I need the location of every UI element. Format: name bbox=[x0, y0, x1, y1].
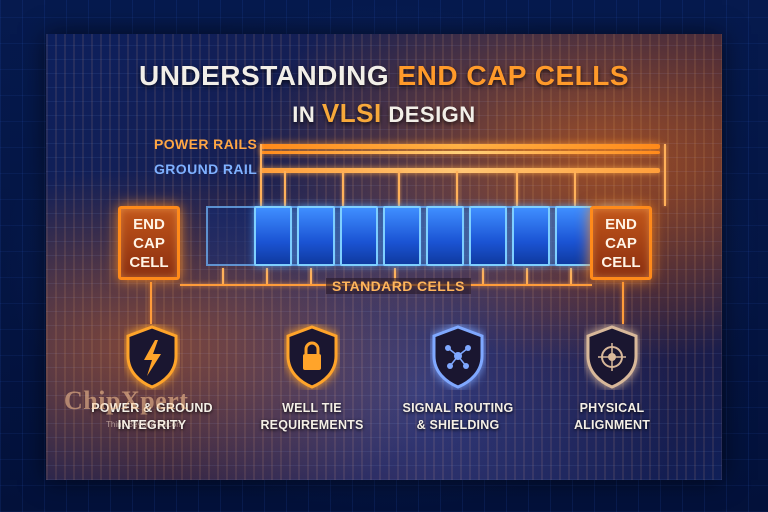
ground-rail-label: GROUND RAIL bbox=[154, 161, 258, 177]
watermark-tagline: Think Beyond Silicon bbox=[106, 420, 181, 429]
rail-connector bbox=[342, 171, 344, 206]
rail-end-connector bbox=[260, 144, 262, 206]
feature-label: POWER & GROUND INTEGRITY bbox=[77, 400, 227, 434]
end-cap-drop-line bbox=[622, 282, 624, 324]
rail-connector bbox=[574, 171, 576, 206]
network-shield-icon bbox=[430, 324, 486, 390]
feature-label: SIGNAL ROUTING & SHIELDING bbox=[383, 400, 533, 434]
feature-label-line-2: INTEGRITY bbox=[117, 418, 187, 432]
cell-tap bbox=[310, 268, 312, 284]
standard-cells-label: STANDARD CELLS bbox=[326, 278, 471, 294]
cell-tap bbox=[222, 268, 224, 284]
cell-tap bbox=[266, 268, 268, 284]
cell-tap bbox=[394, 268, 396, 284]
watermark-brand: ChipXpert bbox=[64, 386, 189, 415]
cell-tap bbox=[482, 268, 484, 284]
title-line2-prefix: IN bbox=[292, 102, 322, 127]
target-shield-icon bbox=[584, 324, 640, 390]
power-rails-label: POWER RAILS bbox=[154, 136, 258, 152]
rail-connector bbox=[284, 171, 286, 206]
standard-cell bbox=[297, 206, 335, 266]
title-prefix: UNDERSTANDING bbox=[138, 60, 398, 91]
feature-label-line-1: WELL TIE bbox=[282, 401, 342, 415]
standard-cell bbox=[512, 206, 550, 266]
title-line-1: UNDERSTANDING END CAP CELLS bbox=[46, 60, 722, 92]
rail-connector bbox=[398, 171, 400, 206]
standard-cell bbox=[254, 206, 292, 266]
title-line-2: IN VLSI DESIGN bbox=[46, 98, 722, 129]
lightning-shield-icon bbox=[124, 324, 180, 390]
feature-label-line-1: PHYSICAL bbox=[579, 401, 645, 415]
feature-label: PHYSICAL ALIGNMENT bbox=[537, 400, 687, 434]
infographic-card: UNDERSTANDING END CAP CELLS IN VLSI DESI… bbox=[46, 34, 722, 480]
cell-tap bbox=[570, 268, 572, 284]
rail-connector bbox=[516, 171, 518, 206]
rail-connector bbox=[456, 171, 458, 206]
end-cap-drop-line bbox=[150, 282, 152, 324]
lock-shield-icon bbox=[284, 324, 340, 390]
standard-cell bbox=[340, 206, 378, 266]
feature-label-line-1: SIGNAL ROUTING bbox=[402, 401, 514, 415]
standard-cell bbox=[383, 206, 421, 266]
feature-label-line-2: REQUIREMENTS bbox=[260, 418, 364, 432]
feature-label-line-2: ALIGNMENT bbox=[573, 418, 651, 432]
cell-tap bbox=[526, 268, 528, 284]
power-rail-line bbox=[260, 144, 660, 149]
feature-label: WELL TIE REQUIREMENTS bbox=[237, 400, 387, 434]
title-accent: END CAP CELLS bbox=[397, 60, 630, 91]
feature-label-line-1: POWER & GROUND bbox=[91, 401, 213, 415]
feature-label-line-2: & SHIELDING bbox=[416, 418, 500, 432]
standard-cell bbox=[469, 206, 507, 266]
power-rail-line-2 bbox=[260, 151, 660, 154]
standard-cell bbox=[426, 206, 464, 266]
title-line2-accent: VLSI bbox=[321, 98, 382, 128]
title-line2-suffix: DESIGN bbox=[381, 102, 476, 127]
standard-cell bbox=[555, 206, 593, 266]
rail-end-connector bbox=[664, 144, 666, 206]
ground-rail-line bbox=[260, 168, 660, 173]
